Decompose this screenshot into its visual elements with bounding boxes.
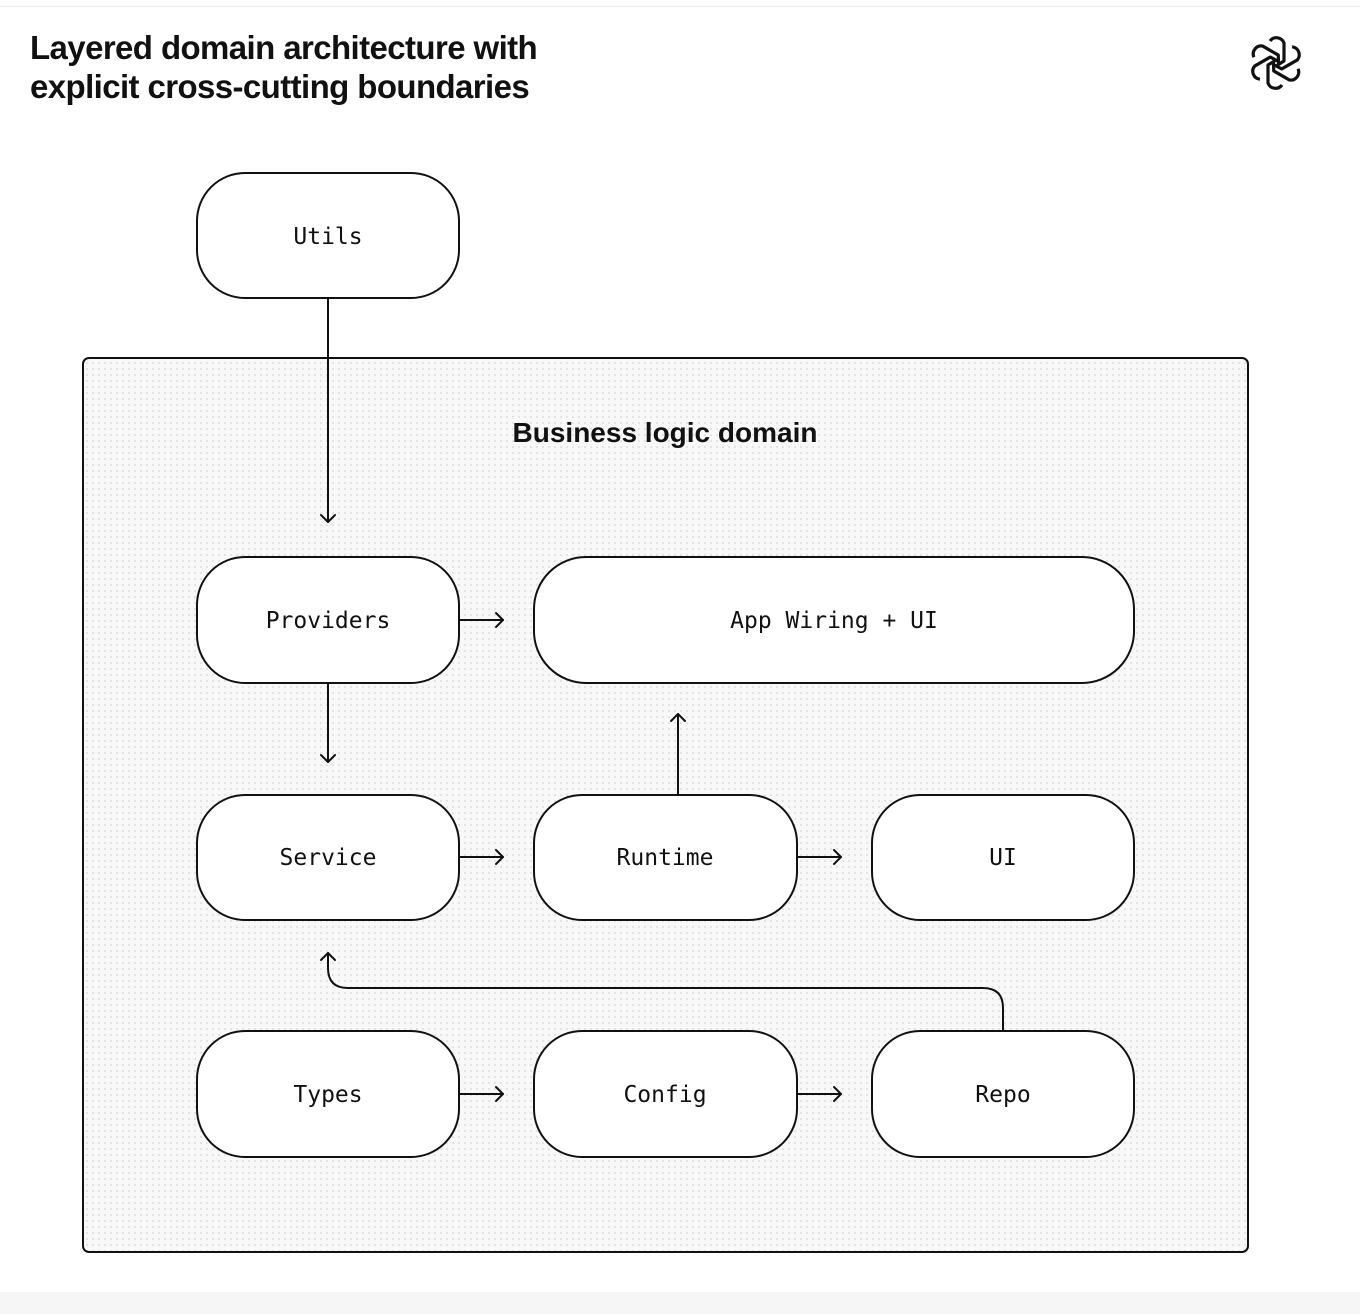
edge-utils-providers [320,297,336,523]
edge-service-runtime [458,849,504,865]
edge-providers-app-wiring [458,612,504,628]
node-label-ui: UI [989,845,1017,871]
openai-logo-icon [1251,36,1301,90]
title-line-1: Layered domain architecture with [30,29,538,66]
node-label-types: Types [293,1082,362,1108]
edge-runtime-ui [796,849,842,865]
node-label-app-wiring-ui: App Wiring + UI [730,608,938,634]
domain-label: Business logic domain [513,417,818,448]
node-app-wiring-ui: App Wiring + UI [533,556,1135,684]
node-config: Config [533,1030,798,1158]
page-title: Layered domain architecture with explici… [30,28,630,106]
edge-runtime-app-wiring [670,713,686,796]
edge-repo-service [320,952,1004,1032]
node-service: Service [196,794,460,921]
node-label-utils: Utils [293,224,362,250]
node-providers: Providers [196,556,460,684]
node-label-repo: Repo [975,1082,1030,1108]
node-label-service: Service [280,845,377,871]
edge-providers-service [320,682,336,763]
title-line-2: explicit cross-cutting boundaries [30,68,530,105]
node-label-providers: Providers [266,608,391,634]
top-divider [0,6,1360,7]
node-label-config: Config [623,1082,706,1108]
node-repo: Repo [871,1030,1135,1158]
node-utils: Utils [196,172,460,299]
edge-config-repo [796,1086,842,1102]
node-types: Types [196,1030,460,1158]
node-label-runtime: Runtime [617,845,714,871]
edge-types-config [458,1086,504,1102]
bottom-band [0,1292,1360,1314]
node-ui: UI [871,794,1135,921]
node-runtime: Runtime [533,794,798,921]
